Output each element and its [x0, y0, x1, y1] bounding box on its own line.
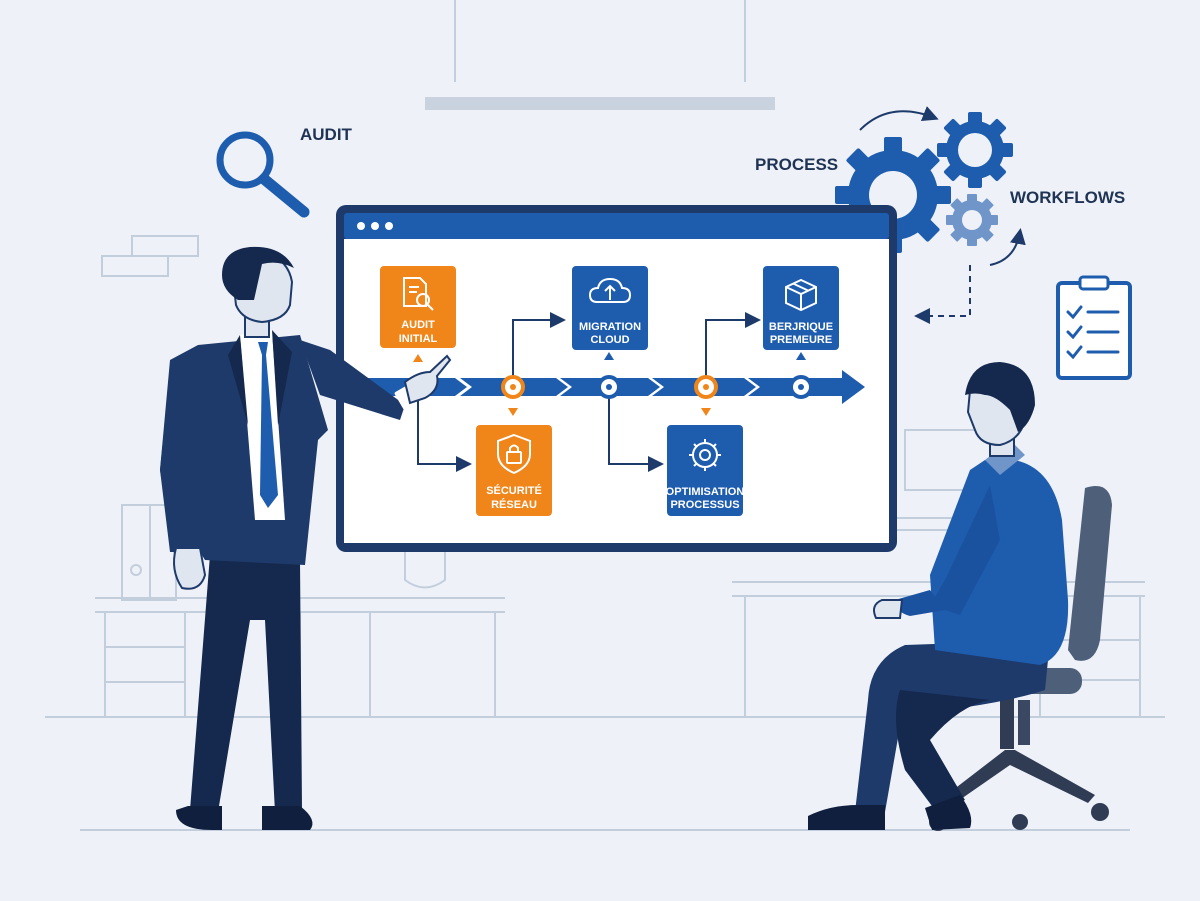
card-audit-initial: AUDIT INITIAL	[380, 266, 456, 348]
timeline-node	[789, 375, 813, 399]
indicator-triangle	[413, 354, 423, 362]
presenter-figure	[160, 246, 452, 830]
indicator-triangle	[604, 352, 614, 360]
cloud-upload-icon	[588, 277, 632, 303]
process-label: PROCESS	[755, 155, 838, 174]
window-dot	[371, 222, 379, 230]
indicator-triangle	[796, 352, 806, 360]
window-dot	[385, 222, 393, 230]
card-title-line2: CLOUD	[590, 334, 629, 346]
seated-figure	[808, 362, 1112, 831]
package-box-icon	[785, 278, 817, 312]
card-title-line2: PROCESSUS	[670, 499, 739, 511]
audit-group: AUDIT	[216, 125, 353, 218]
indicator-triangle	[508, 408, 518, 416]
card-title-line2: PREMEURE	[770, 334, 832, 346]
document-search-icon	[403, 277, 434, 311]
card-title-line2: INITIAL	[399, 333, 438, 345]
card-title-line1: BERJRIQUE	[769, 321, 833, 333]
card-title-line1: MIGRATION	[579, 321, 641, 333]
card-berjrique-premeure: BERJRIQUE PREMEURE	[763, 266, 839, 350]
audit-label: AUDIT	[300, 125, 353, 144]
connector-arrow	[705, 312, 761, 378]
gear-cog-icon	[689, 439, 721, 471]
shield-lock-icon	[497, 433, 531, 475]
card-migration-cloud: MIGRATION CLOUD	[572, 266, 648, 350]
window-dot	[357, 222, 365, 230]
indicator-triangle	[701, 408, 711, 416]
card-optimisation-processus: OPTIMISATION PROCESSUS	[666, 425, 745, 516]
card-title-line2: RÉSEAU	[491, 498, 537, 511]
workflows-label: WORKFLOWS	[1010, 188, 1125, 207]
clipboard-checklist-icon	[1056, 275, 1132, 380]
timeline-node	[501, 375, 525, 399]
timeline-node	[694, 375, 718, 399]
timeline-node	[597, 375, 621, 399]
window-titlebar	[344, 213, 889, 239]
card-title-line1: AUDIT	[401, 319, 435, 331]
magnifier-icon	[216, 131, 310, 218]
gear-icon	[946, 194, 998, 246]
connector-arrow	[512, 312, 566, 378]
flow-diagram: AUDIT INITIAL SÉCURITÉ RÉSEAU MIGRATION …	[368, 266, 865, 516]
card-securite-reseau: SÉCURITÉ RÉSEAU	[476, 425, 552, 516]
connector-arrow	[417, 388, 472, 472]
gear-icon	[937, 112, 1013, 188]
connector-arrow	[608, 392, 664, 472]
card-title-line1: SÉCURITÉ	[486, 484, 542, 497]
card-title-line1: OPTIMISATION	[666, 486, 745, 498]
